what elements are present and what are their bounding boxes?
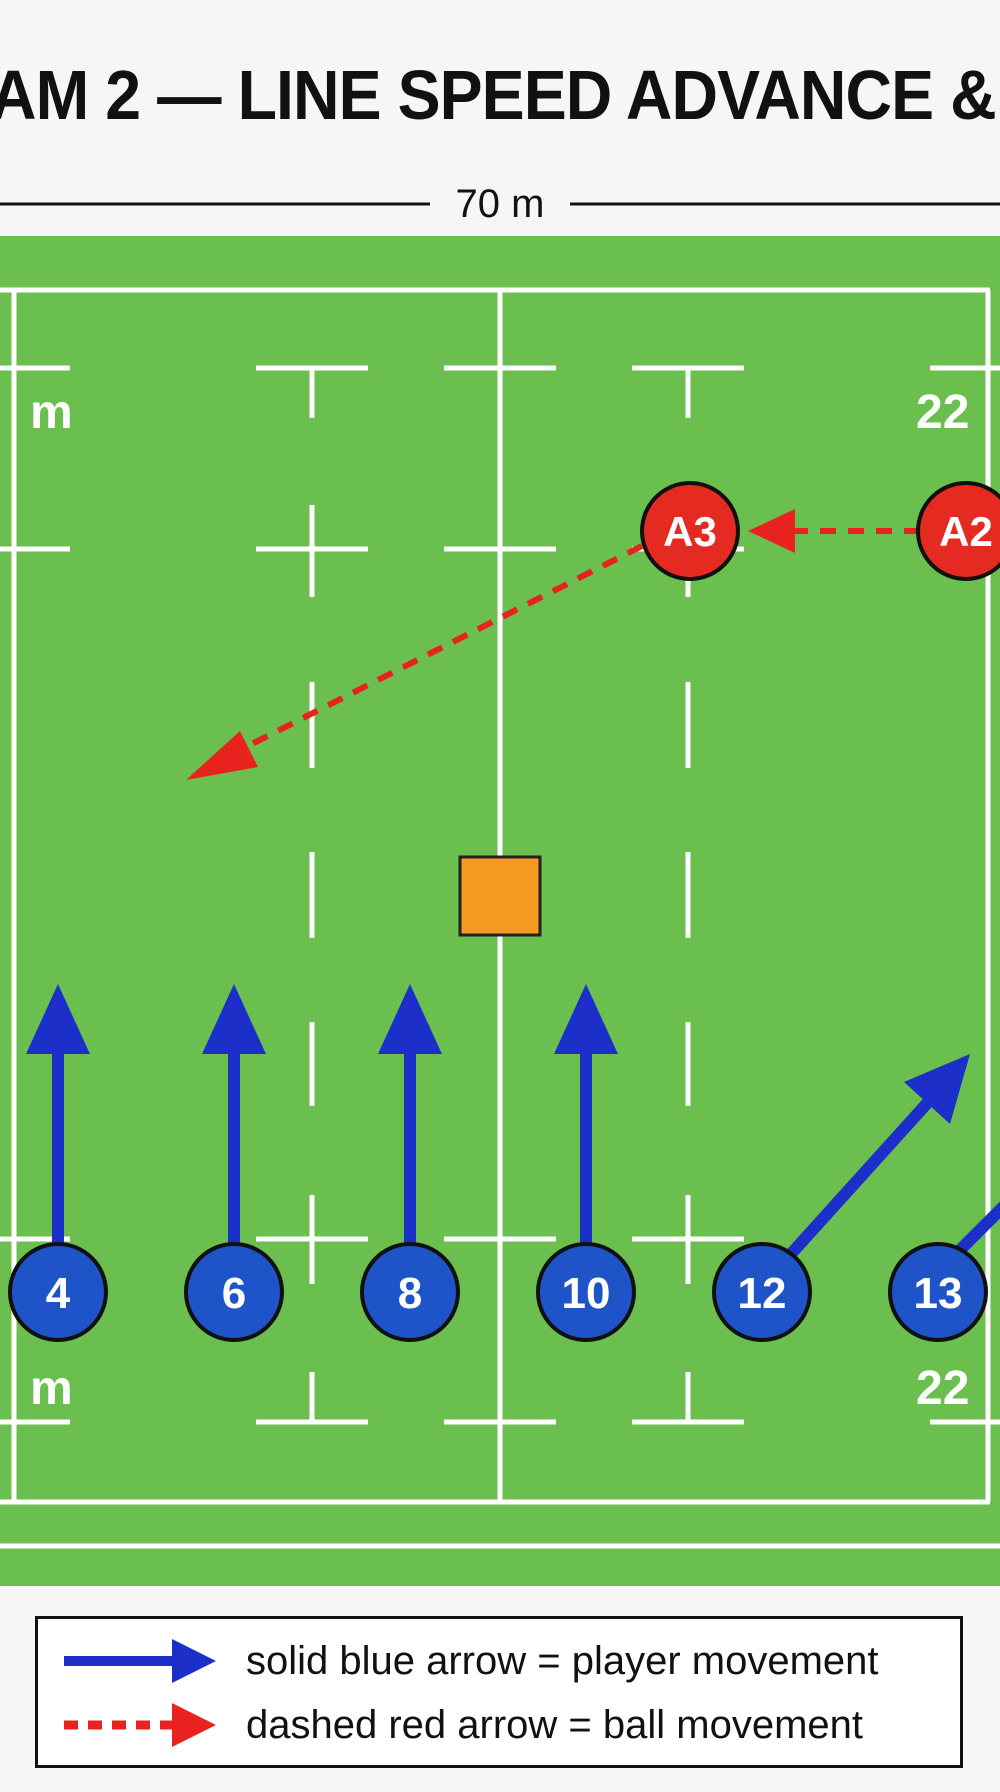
svg-text:A2: A2 [939,508,993,555]
player-arrow-12 [785,1095,935,1260]
legend-text-player-movement: solid blue arrow = player movement [246,1639,879,1683]
svg-text:A3: A3 [663,508,717,555]
player-movement-arrows [26,984,1000,1265]
defender-12: 12 [712,1242,812,1342]
dashed-red-arrow-icon [64,1703,216,1747]
defender-13: 13 [888,1242,988,1342]
field-marking-left-top: m [30,386,73,439]
defender-10: 10 [536,1242,636,1342]
player-arrowhead-10 [554,984,618,1054]
attacker-a2: A2 [916,481,1000,581]
svg-text:10: 10 [562,1269,611,1318]
solid-blue-arrow-icon [64,1639,216,1683]
diagram-title: AM 2 — LINE SPEED ADVANCE & [0,56,997,134]
player-arrowhead-12 [904,1054,970,1124]
svg-text:12: 12 [738,1269,787,1318]
player-arrowhead-6 [202,984,266,1054]
legend-item-player-movement: solid blue arrow = player movement [38,1631,960,1691]
defender-4: 4 [8,1242,108,1342]
orange-marker [458,855,542,937]
legend: solid blue arrow = player movement dashe… [35,1616,963,1768]
svg-text:4: 4 [46,1269,71,1318]
field-marking-right-bottom: 22 [916,1362,969,1415]
player-arrowhead-4 [26,984,90,1054]
defender-8: 8 [360,1242,460,1342]
attacker-a3: A3 [640,481,740,581]
defender-6: 6 [184,1242,284,1342]
legend-text-ball-movement: dashed red arrow = ball movement [246,1703,863,1747]
svg-text:6: 6 [222,1269,246,1318]
player-arrowhead-8 [378,984,442,1054]
legend-item-ball-movement: dashed red arrow = ball movement [38,1695,960,1755]
ball-pass-a2-to-a3 [748,509,920,553]
svg-text:8: 8 [398,1269,422,1318]
field-marking-left-bottom: m [30,1362,73,1415]
pitch-width-label: 70 m [430,176,570,232]
field-marking-right-top: 22 [916,386,969,439]
ball-pass-a3-to-left [186,543,644,780]
svg-text:13: 13 [914,1269,963,1318]
